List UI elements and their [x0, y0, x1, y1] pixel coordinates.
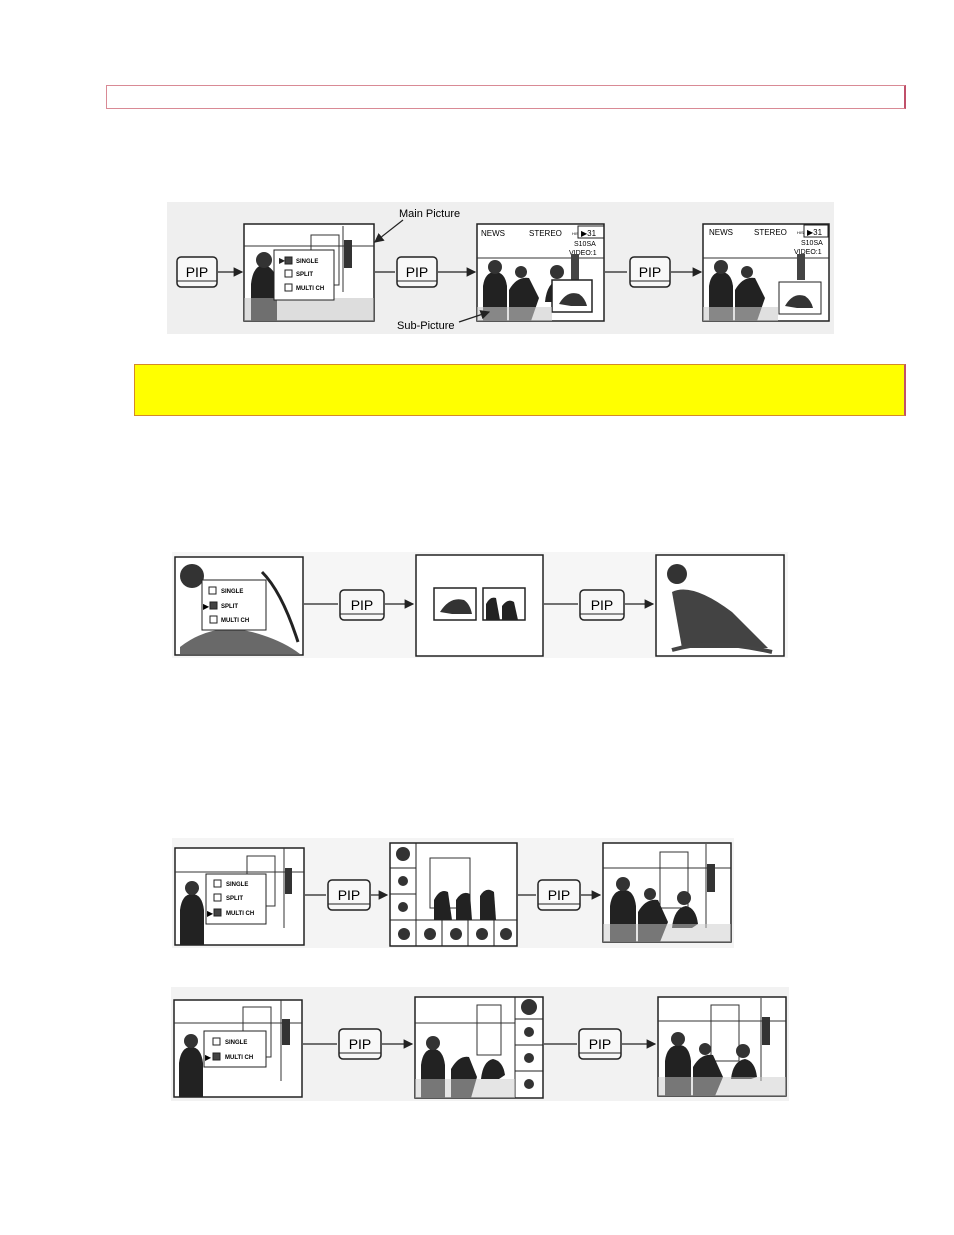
menu-split-label: SPLIT [296, 272, 313, 278]
menu-multi-label: MULTI CH [226, 911, 254, 917]
screen-multi-menu: SINGLE SPLIT ▶ MULTI CH [174, 847, 305, 946]
menu-split-label: SPLIT [226, 896, 243, 902]
screen-single-menu: ▶ SINGLE SPLIT MULTI CH [243, 223, 375, 322]
pip-button-label: PIP [589, 1036, 612, 1052]
menu-split-label: SPLIT [221, 604, 238, 610]
osd-channel: ▶31 [807, 228, 823, 237]
figure-single-pip: PIP ▶ SINGLE SPLIT MULTI CH Main Picture… [167, 202, 834, 334]
pip-button-label: PIP [639, 264, 662, 280]
figure-multi-ch-2-drawing: SINGLE ▶ MULTI CH PIP PIP [173, 996, 787, 1099]
osd-news: NEWS [709, 228, 733, 237]
pip-button-label: PIP [186, 264, 209, 280]
osd-video: VIDEO:1 [794, 249, 822, 256]
figure-single-pip-drawing: PIP ▶ SINGLE SPLIT MULTI CH Main Picture… [176, 208, 830, 332]
figure-multi-ch-2: SINGLE ▶ MULTI CH PIP PIP [171, 987, 789, 1101]
main-picture-label: Main Picture [399, 208, 460, 220]
pip-button-7: PIP [537, 879, 581, 911]
screen-multi-final [602, 842, 732, 943]
osd-stereo: STEREO [754, 228, 787, 237]
pip-button-label: PIP [548, 887, 571, 903]
menu-single-label: SINGLE [296, 259, 318, 265]
menu-multi-label: MULTI CH [225, 1055, 253, 1061]
page-header-band [106, 85, 906, 109]
menu-multi-label: MULTI CH [221, 618, 249, 624]
note-band [134, 364, 906, 416]
figure-split-pip-drawing: SINGLE ▶ SPLIT MULTI CH PIP PIP [174, 554, 785, 657]
pip-button-9: PIP [578, 1028, 622, 1060]
svg-text:▶: ▶ [279, 256, 286, 265]
pip-button-label: PIP [349, 1036, 372, 1052]
menu-single-label: SINGLE [225, 1040, 247, 1046]
screen-multi-final-2 [657, 996, 787, 1097]
screen-multi-grid [389, 842, 518, 947]
menu-multi-label: MULTI CH [296, 286, 324, 292]
osd-channel-sub: S10SA [574, 241, 596, 248]
svg-text:▶: ▶ [205, 1053, 212, 1062]
menu-single-label: SINGLE [226, 882, 248, 888]
pip-button-2: PIP [396, 256, 438, 288]
osd-video: VIDEO:1 [569, 250, 597, 257]
osd-stereo-sub: HIS [797, 230, 804, 235]
pip-button-5: PIP [579, 589, 625, 621]
pip-button-4: PIP [339, 589, 385, 621]
screen-split-menu: SINGLE ▶ SPLIT MULTI CH [174, 556, 304, 656]
svg-text:▶: ▶ [203, 602, 210, 611]
figure-multi-ch-1: SINGLE SPLIT ▶ MULTI CH PIP [172, 838, 734, 948]
screen-multi-menu-2: SINGLE ▶ MULTI CH [173, 999, 303, 1098]
osd-channel-sub: S10SA [801, 240, 823, 247]
pip-button-6: PIP [327, 879, 371, 911]
screen-multi-column [414, 996, 544, 1099]
pip-button-label: PIP [591, 597, 614, 613]
screen-split-view [415, 554, 544, 657]
menu-single-label: SINGLE [221, 589, 243, 595]
osd-news: NEWS [481, 229, 505, 238]
pip-button-label: PIP [338, 887, 361, 903]
osd-stereo: STEREO [529, 229, 562, 238]
svg-text:▶: ▶ [207, 909, 214, 918]
screen-with-sub-picture: NEWS STEREO HIS ▶31 S10SA VIDEO:1 [476, 223, 605, 322]
pip-button-label: PIP [351, 597, 374, 613]
screen-split-final [655, 554, 785, 657]
screen-single-final: NEWS STEREO HIS ▶31 S10SA VIDEO:1 [702, 223, 830, 322]
osd-stereo-sub: HIS [572, 231, 579, 236]
pip-button-3: PIP [629, 256, 671, 288]
figure-multi-ch-1-drawing: SINGLE SPLIT ▶ MULTI CH PIP [174, 842, 732, 947]
pip-button-8: PIP [338, 1028, 382, 1060]
pip-button-label: PIP [406, 264, 429, 280]
figure-split-pip: SINGLE ▶ SPLIT MULTI CH PIP PIP [172, 552, 788, 658]
osd-channel: ▶31 [581, 229, 597, 238]
sub-picture-label: Sub-Picture [397, 320, 454, 332]
pip-button-1: PIP [176, 256, 218, 288]
